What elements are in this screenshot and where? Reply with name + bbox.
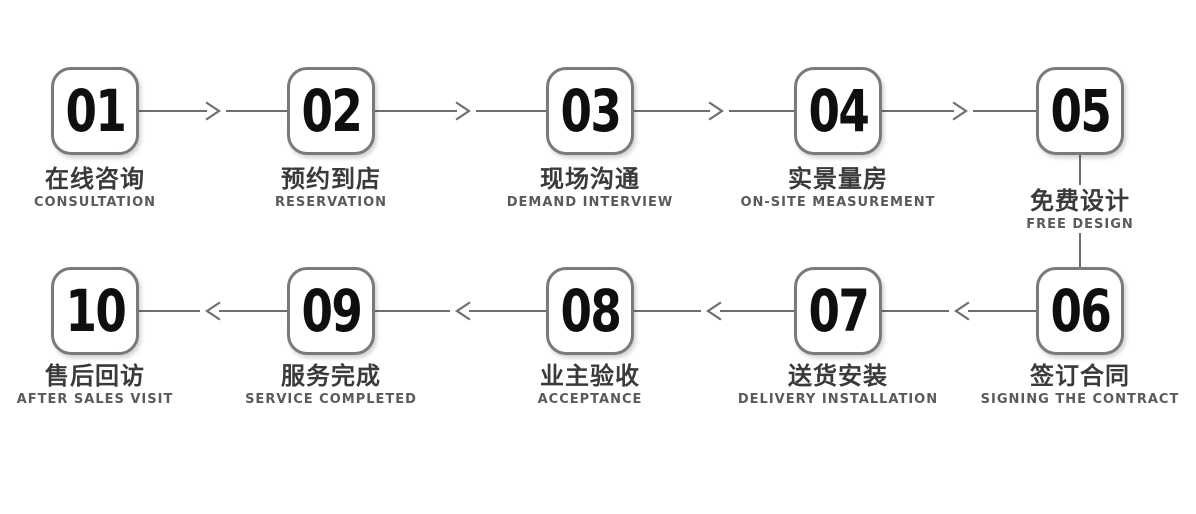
arrow-right-icon [708, 101, 724, 121]
step-node-05: 05 [1036, 67, 1124, 155]
step-node-04: 04 [794, 67, 882, 155]
step-node-10: 10 [51, 267, 139, 355]
step-node-03: 03 [546, 67, 634, 155]
step-number: 07 [808, 277, 869, 345]
step-node-02: 02 [287, 67, 375, 155]
step-title-en: ON-SITE MEASUREMENT [740, 195, 936, 211]
step-title-zh: 服务完成 [280, 362, 381, 390]
step-node-08: 08 [546, 267, 634, 355]
step-number: 06 [1050, 277, 1111, 345]
step-title-zh: 现场沟通 [540, 165, 640, 193]
arrow-left-icon [455, 301, 471, 321]
step-label-08: 业主验收 ACCEPTANCE [538, 363, 643, 408]
arrow-right-icon [455, 101, 471, 121]
step-label-09: 服务完成 SERVICE COMPLETED [245, 363, 417, 408]
arrow-left-icon [205, 301, 221, 321]
arrow-left-icon [706, 301, 722, 321]
step-title-zh: 业主验收 [540, 362, 640, 390]
step-title-en: RESERVATION [274, 195, 388, 211]
step-label-07: 送货安装 DELIVERY INSTALLATION [738, 363, 938, 408]
step-label-03: 现场沟通 DEMAND INTERVIEW [507, 166, 673, 211]
step-title-en: CONSULTATION [33, 195, 157, 211]
step-title-en: SERVICE COMPLETED [245, 392, 417, 408]
step-title-en: AFTER SALES VISIT [16, 392, 174, 408]
step-label-02: 预约到店 RESERVATION [275, 166, 387, 211]
step-title-zh: 预约到店 [280, 165, 381, 193]
step-title-en: ACCEPTANCE [537, 392, 643, 408]
step-number: 02 [301, 77, 362, 145]
step-label-04: 实景量房 ON-SITE MEASUREMENT [740, 166, 935, 211]
arrow-left-icon [954, 301, 970, 321]
step-title-zh: 售后回访 [44, 362, 145, 390]
step-label-01: 在线咨询 CONSULTATION [34, 166, 156, 211]
step-number: 09 [301, 277, 362, 345]
step-number: 05 [1050, 77, 1111, 145]
step-number: 04 [808, 77, 869, 145]
arrow-right-icon [952, 101, 968, 121]
step-node-07: 07 [794, 267, 882, 355]
step-node-09: 09 [287, 267, 375, 355]
step-number: 08 [560, 277, 621, 345]
step-title-en: FREE DESIGN [1026, 217, 1134, 233]
step-node-06: 06 [1036, 267, 1124, 355]
step-number: 03 [560, 77, 621, 145]
step-number: 01 [65, 77, 126, 145]
step-number: 10 [65, 277, 126, 345]
step-title-en: DEMAND INTERVIEW [506, 195, 674, 211]
step-label-06: 签订合同 SIGNING THE CONTRACT [981, 363, 1180, 408]
step-title-en: DELIVERY INSTALLATION [737, 392, 939, 408]
step-label-05: 免费设计 FREE DESIGN [1026, 188, 1134, 233]
step-title-zh: 签订合同 [1029, 362, 1130, 390]
arrow-right-icon [205, 101, 221, 121]
step-title-zh: 送货安装 [787, 362, 888, 390]
step-node-01: 01 [51, 67, 139, 155]
step-title-zh: 实景量房 [788, 165, 888, 193]
step-title-zh: 免费设计 [1029, 187, 1130, 215]
step-title-zh: 在线咨询 [44, 165, 145, 193]
step-label-10: 售后回访 AFTER SALES VISIT [17, 363, 174, 408]
step-title-en: SIGNING THE CONTRACT [980, 392, 1180, 408]
